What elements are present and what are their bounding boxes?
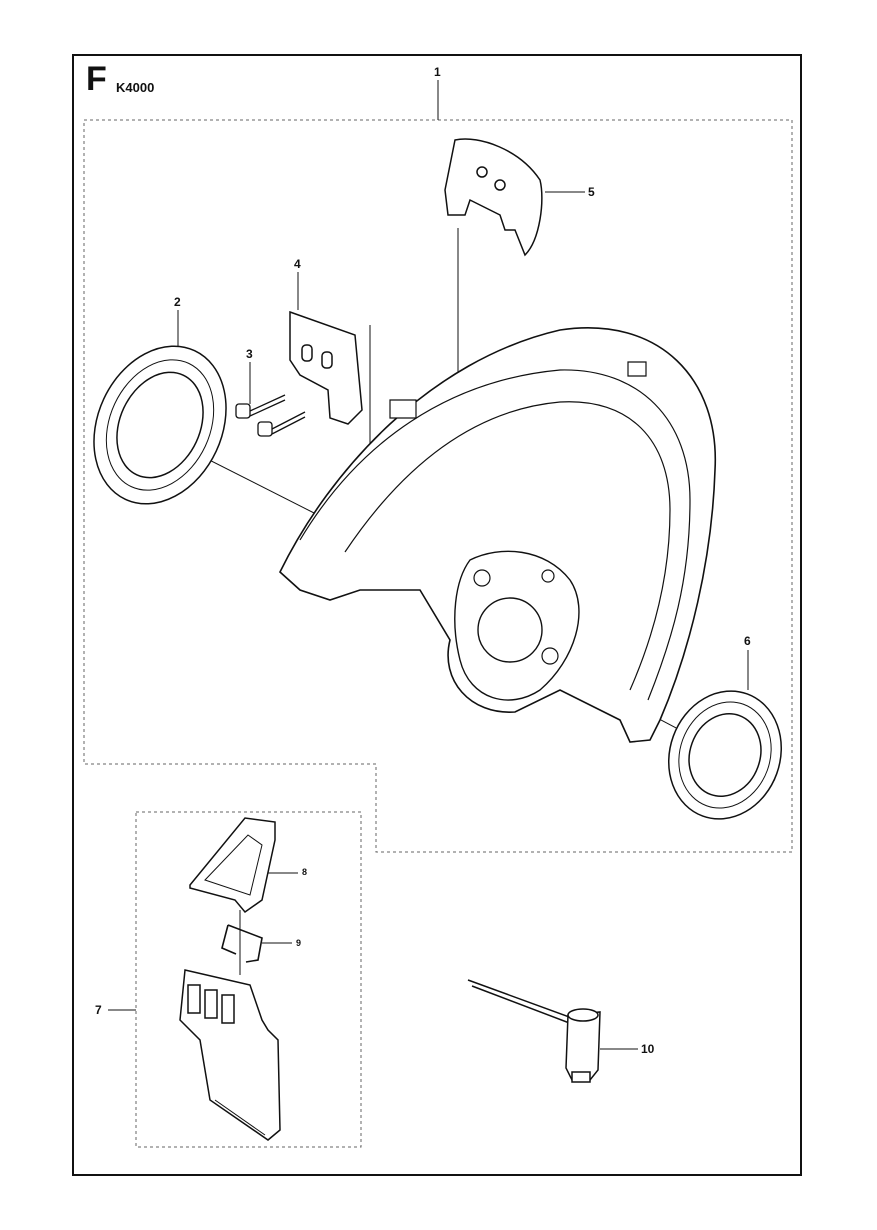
callout-5: 5: [588, 185, 595, 199]
model-label: K4000: [116, 80, 155, 95]
holder-assembly: [180, 970, 280, 1140]
bracket-plate: [290, 312, 362, 424]
guard-handle: [445, 139, 542, 255]
callout-2: 2: [174, 295, 181, 309]
clip-cover: [190, 818, 275, 912]
flange-washer: [69, 324, 251, 525]
blade-guard: [280, 328, 715, 742]
spring-clip: [222, 925, 262, 962]
page-frame: [72, 54, 802, 1176]
callout-4: 4: [294, 257, 301, 271]
callout-7: 7: [95, 1003, 102, 1017]
screws: [236, 395, 305, 436]
callout-6: 6: [744, 634, 751, 648]
section-letter: F: [86, 60, 107, 98]
callout-1: 1: [434, 65, 441, 79]
callout-8: 8: [302, 867, 308, 877]
group-outline-1: [84, 120, 792, 852]
callout-10: 10: [641, 1042, 655, 1056]
flange-ring: [651, 675, 799, 835]
combination-wrench: [468, 980, 600, 1082]
callout-3: 3: [246, 347, 253, 361]
group-outline-7: [136, 812, 361, 1147]
callout-9: 9: [296, 938, 302, 948]
